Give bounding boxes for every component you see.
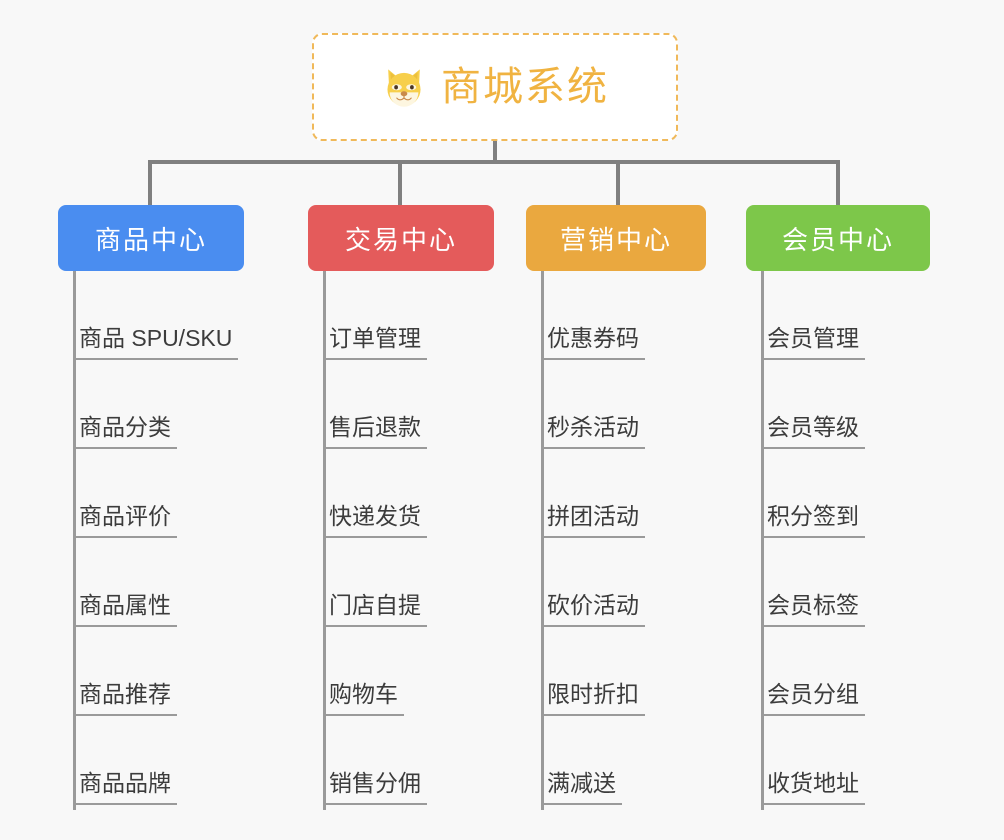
- leaf-item[interactable]: 收货地址: [761, 716, 865, 805]
- leaf-item[interactable]: 商品评价: [73, 449, 238, 538]
- branch-column-1: 商品中心 商品 SPU/SKU 商品分类 商品评价 商品属性 商品推荐 商品品牌: [58, 205, 244, 810]
- leaf-label: 秒杀活动: [541, 414, 645, 449]
- leaf-item[interactable]: 优惠券码: [541, 271, 645, 360]
- leaf-label: 商品 SPU/SKU: [73, 325, 239, 360]
- leaf-label: 限时折扣: [541, 681, 645, 716]
- leaf-label: 收货地址: [761, 770, 865, 805]
- leaf-label: 商品分类: [73, 414, 177, 449]
- leaf-label: 会员分组: [761, 681, 865, 716]
- branch-header-2[interactable]: 交易中心: [308, 205, 494, 271]
- leaf-label: 订单管理: [323, 325, 427, 360]
- leaf-item[interactable]: 拼团活动: [541, 449, 645, 538]
- leaf-item[interactable]: 积分签到: [761, 449, 865, 538]
- connector-drop-3: [616, 160, 620, 205]
- root-title: 商城系统: [441, 65, 609, 109]
- leaf-item[interactable]: 快递发货: [323, 449, 427, 538]
- shiba-dog-face-icon: [381, 65, 427, 111]
- leaf-item[interactable]: 秒杀活动: [541, 360, 645, 449]
- branch-spine-2: [323, 271, 326, 810]
- connector-stem: [493, 141, 497, 163]
- branch-column-4: 会员中心 会员管理 会员等级 积分签到 会员标签 会员分组 收货地址: [746, 205, 930, 810]
- connector-bus: [148, 160, 840, 164]
- branch-spine-3: [541, 271, 544, 810]
- leaf-list-2: 订单管理 售后退款 快递发货 门店自提 购物车 销售分佣: [323, 271, 427, 805]
- leaf-label: 销售分佣: [323, 770, 427, 805]
- branch-header-3[interactable]: 营销中心: [526, 205, 706, 271]
- leaf-label: 商品品牌: [73, 770, 177, 805]
- branch-spine-1: [73, 271, 76, 810]
- leaf-item[interactable]: 会员管理: [761, 271, 865, 360]
- connector-drop-4: [836, 160, 840, 205]
- root-node[interactable]: 商城系统: [312, 33, 678, 141]
- leaf-label: 会员管理: [761, 325, 865, 360]
- leaf-item[interactable]: 商品分类: [73, 360, 238, 449]
- branch-header-4[interactable]: 会员中心: [746, 205, 930, 271]
- leaf-label: 商品属性: [73, 592, 177, 627]
- leaf-label: 拼团活动: [541, 503, 645, 538]
- branch-spine-4: [761, 271, 764, 810]
- leaf-item[interactable]: 商品推荐: [73, 627, 238, 716]
- leaf-list-1: 商品 SPU/SKU 商品分类 商品评价 商品属性 商品推荐 商品品牌: [73, 271, 239, 805]
- leaf-item[interactable]: 售后退款: [323, 360, 427, 449]
- leaf-item[interactable]: 商品属性: [73, 538, 238, 627]
- leaf-item[interactable]: 销售分佣: [323, 716, 427, 805]
- leaf-item[interactable]: 会员分组: [761, 627, 865, 716]
- leaf-label: 售后退款: [323, 414, 427, 449]
- leaf-label: 砍价活动: [541, 592, 645, 627]
- leaf-list-4: 会员管理 会员等级 积分签到 会员标签 会员分组 收货地址: [761, 271, 865, 805]
- leaf-label: 会员标签: [761, 592, 865, 627]
- leaf-label: 会员等级: [761, 414, 865, 449]
- branch-header-1[interactable]: 商品中心: [58, 205, 244, 271]
- leaf-item[interactable]: 会员标签: [761, 538, 865, 627]
- leaf-item[interactable]: 会员等级: [761, 360, 865, 449]
- leaf-label: 满减送: [541, 770, 622, 805]
- leaf-item[interactable]: 购物车: [323, 627, 427, 716]
- leaf-item[interactable]: 门店自提: [323, 538, 427, 627]
- leaf-item[interactable]: 商品 SPU/SKU: [73, 271, 239, 360]
- leaf-item[interactable]: 限时折扣: [541, 627, 645, 716]
- connector-drop-1: [148, 160, 152, 205]
- leaf-label: 优惠券码: [541, 325, 645, 360]
- leaf-label: 商品推荐: [73, 681, 177, 716]
- leaf-label: 积分签到: [761, 503, 865, 538]
- branch-column-3: 营销中心 优惠券码 秒杀活动 拼团活动 砍价活动 限时折扣 满减送: [526, 205, 706, 810]
- leaf-item[interactable]: 满减送: [541, 716, 645, 805]
- leaf-label: 快递发货: [323, 503, 427, 538]
- leaf-list-3: 优惠券码 秒杀活动 拼团活动 砍价活动 限时折扣 满减送: [541, 271, 645, 805]
- connector-drop-2: [398, 160, 402, 205]
- leaf-label: 门店自提: [323, 592, 427, 627]
- leaf-label: 购物车: [323, 681, 404, 716]
- leaf-item[interactable]: 商品品牌: [73, 716, 238, 805]
- branch-column-2: 交易中心 订单管理 售后退款 快递发货 门店自提 购物车 销售分佣: [308, 205, 494, 810]
- leaf-label: 商品评价: [73, 503, 177, 538]
- leaf-item[interactable]: 订单管理: [323, 271, 427, 360]
- leaf-item[interactable]: 砍价活动: [541, 538, 645, 627]
